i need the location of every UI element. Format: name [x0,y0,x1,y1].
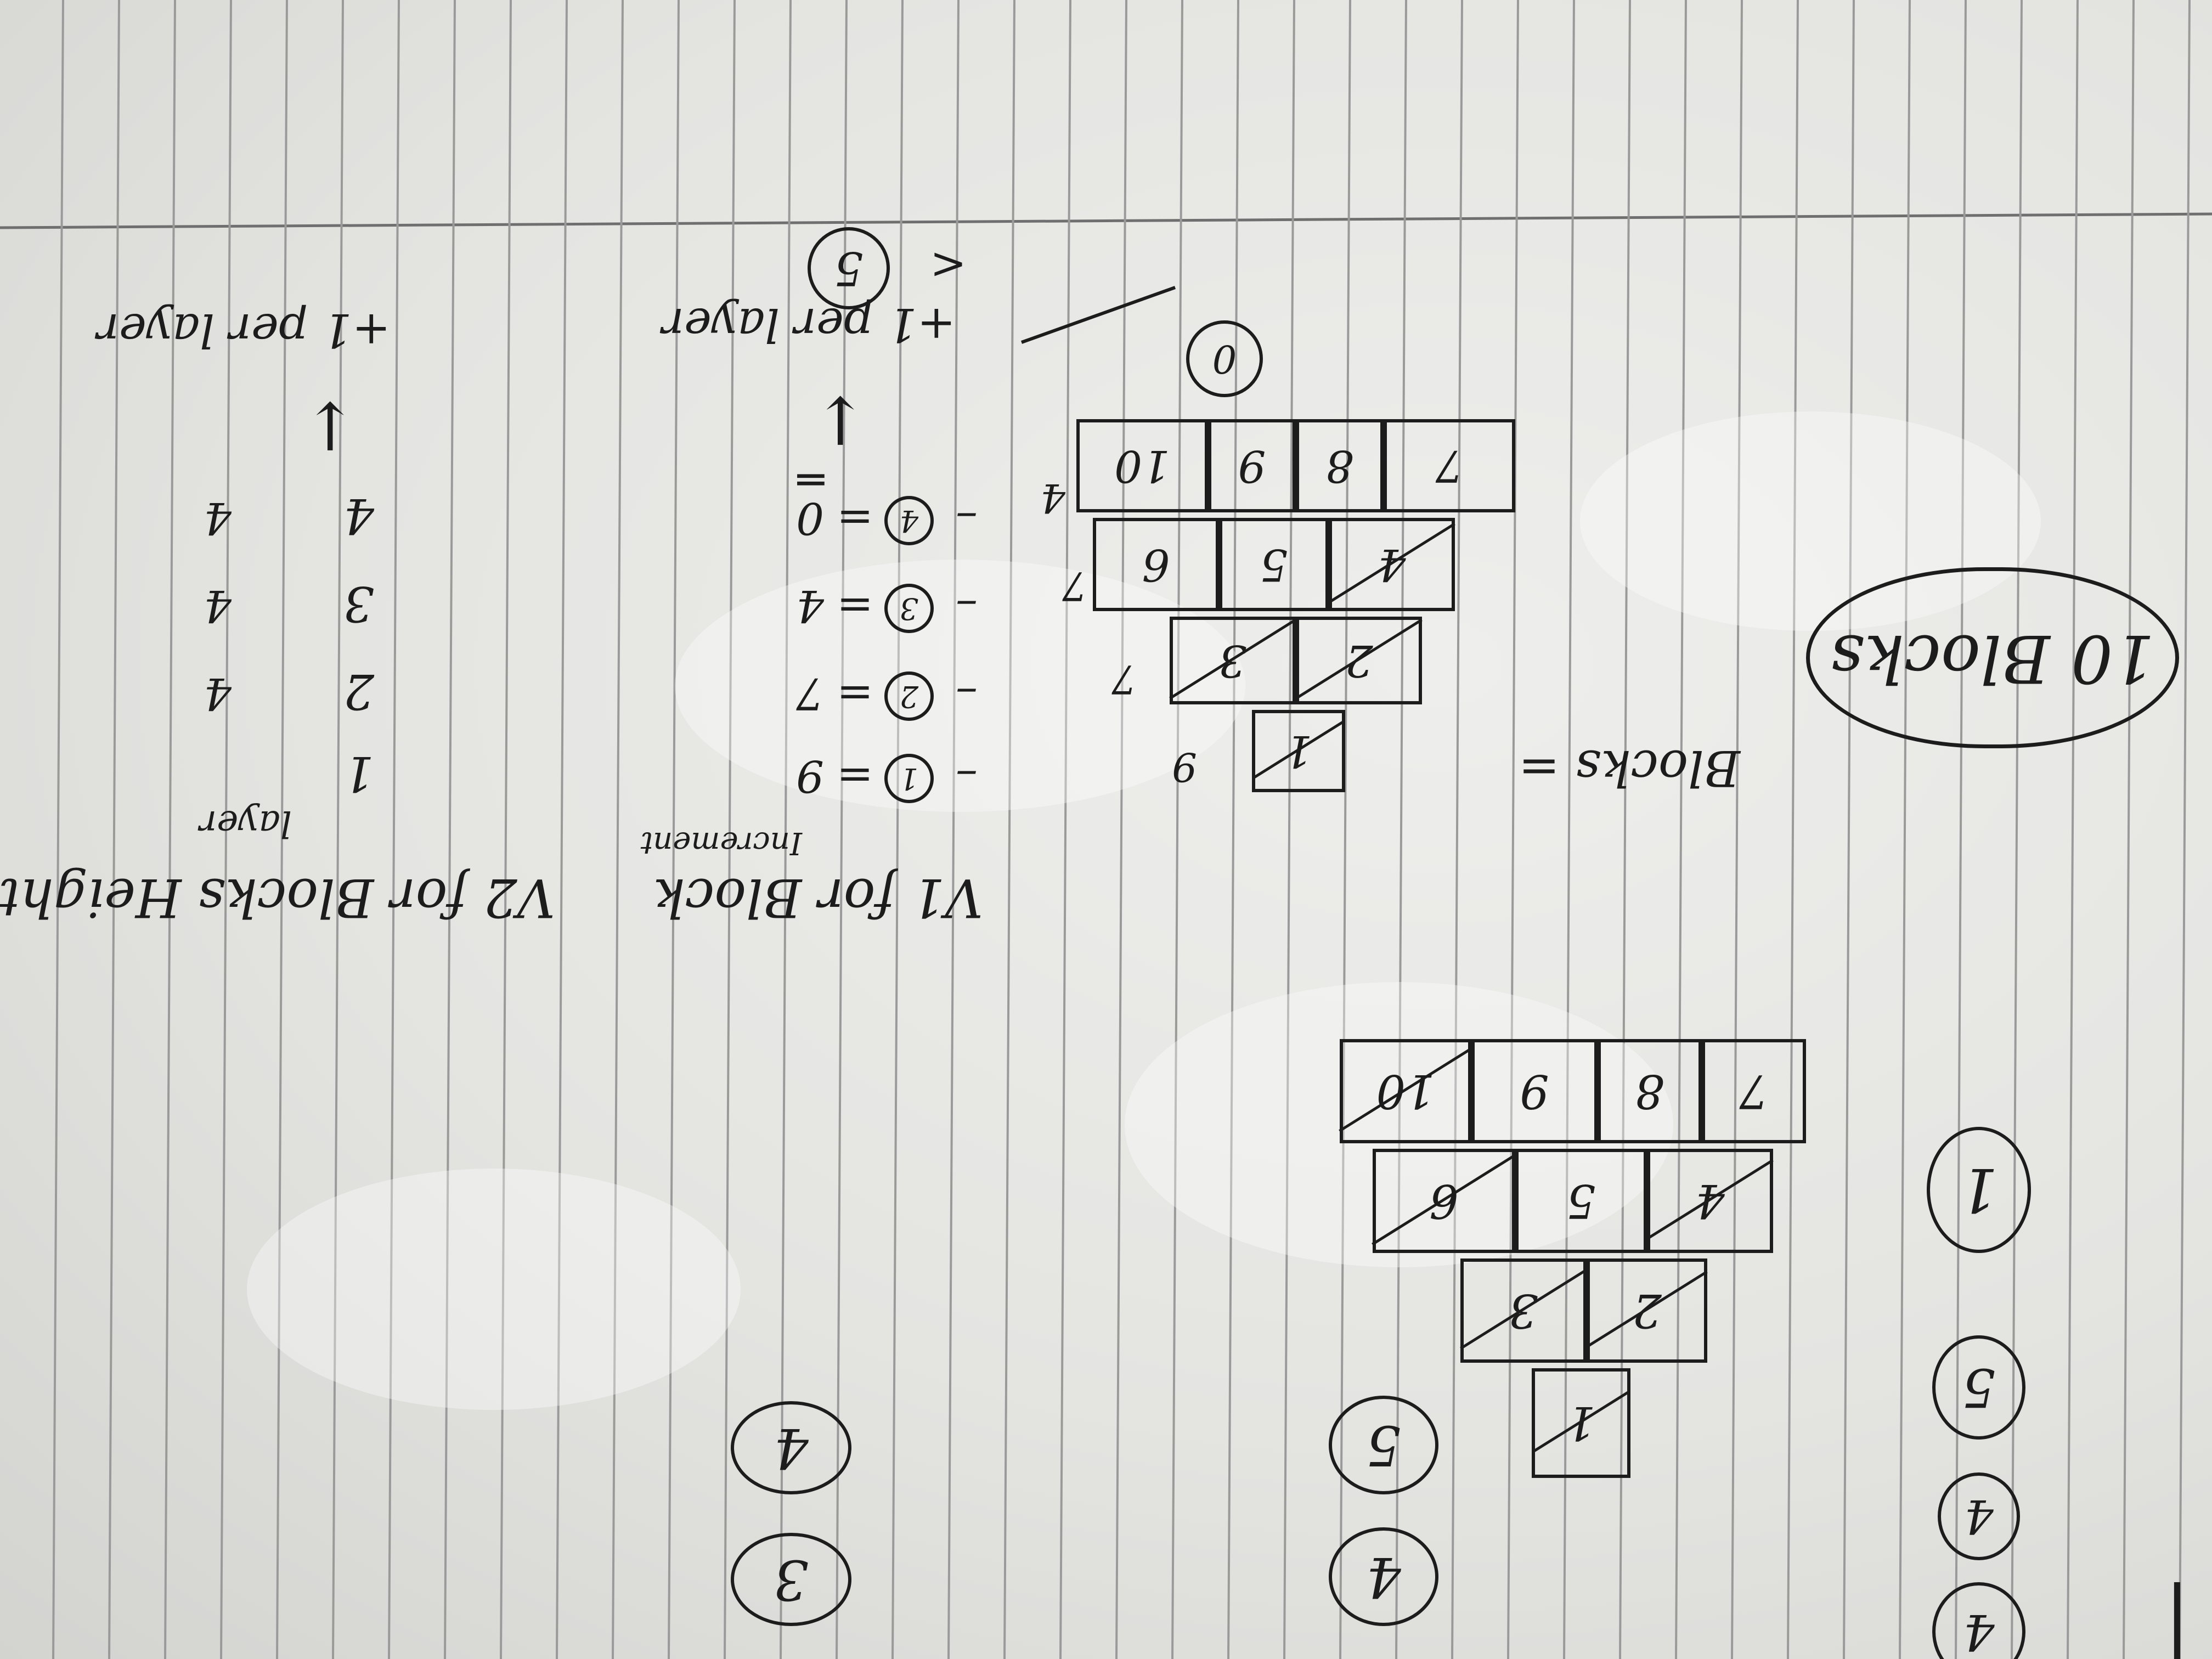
pyramid-block: 1 [1532,1368,1630,1478]
circled-number: 5 [1329,1396,1438,1494]
pyramid-side-note: 7 [1111,656,1137,702]
pyramid-side-note: 9 [1172,744,1197,790]
v1-arrow-note: +1 per layer [662,298,956,352]
circled-number: 4 [1329,1527,1438,1626]
circled-number: 1 [1927,1127,2031,1253]
v2-header: layer [199,803,292,845]
pyramid-block: 1 [1252,710,1345,792]
ruling-line [52,0,64,1659]
blocks-cloud: 10 Blocks [1806,567,2179,748]
ruling-line [836,0,848,1659]
ruling-line [500,0,512,1659]
ruling-line [1899,0,1911,1659]
ruling-line [891,0,904,1659]
pyramid-block: 4 [1329,518,1455,611]
ruling-line [612,0,624,1659]
ruling-line [1843,0,1855,1659]
ruling-line [1059,0,1071,1659]
arrow-circled-number: 5 [808,227,890,309]
pyramid-block: 6 [1373,1149,1515,1253]
v1-title: V1 for Block [653,867,983,928]
pyramid-block: 5 [1515,1149,1647,1253]
ruling-line [164,0,176,1659]
ruling-line [2067,0,2079,1659]
v2-arrow-note: +1 per layer [97,303,391,357]
pyramid-block: 5 [1219,518,1329,611]
pyramid-block: 7 [1384,419,1515,512]
pyramid-block: 3 [1170,617,1296,704]
ruling-line [1451,0,1463,1659]
ruling-line [2011,0,2023,1659]
blocks-equals-label: Blocks = [1518,739,1740,797]
ruling-line [444,0,456,1659]
pyramid-block: 10 [1340,1039,1471,1143]
ruling-line [556,0,568,1659]
circled-number: 3 [731,1533,851,1626]
ruling-line [1731,0,1743,1659]
ruling-line [2123,0,2135,1659]
ruling-line [1227,0,1239,1659]
margin-stroke: | [2164,1582,2190,1659]
circled-number: 4 [731,1401,851,1494]
ruling-line [1507,0,1519,1659]
ruling-line [780,0,792,1659]
ruling-line [1339,0,1351,1659]
pyramid-block: 9 [1471,1039,1598,1143]
ruling-line [724,0,736,1659]
ruling-line [108,0,120,1659]
pyramid-block: 6 [1093,518,1219,611]
less-than-sign: < [929,240,967,291]
pyramid-side-note: 4 [1040,475,1065,521]
ruling-line [1675,0,1687,1659]
ruling-line [1115,0,1127,1659]
pyramid-block: 8 [1598,1039,1702,1143]
pyramid-block: 3 [1460,1259,1587,1363]
pyramid-block: 2 [1296,617,1422,704]
ruling-line [220,0,232,1659]
pyramid-block: 10 [1076,419,1208,512]
ruling-line [1171,0,1183,1659]
pyramid-block: 2 [1587,1259,1707,1363]
ruling-line [388,0,400,1659]
ruling-line [1955,0,1967,1659]
ruling-line [1003,0,1015,1659]
ruling-line [1283,0,1295,1659]
v2-title: V2 for Blocks Height [0,867,555,928]
ruling-line [947,0,960,1659]
ruling-line [1395,0,1407,1659]
down-arrow-icon: ↓ [812,381,868,458]
top-circled-number: 0 [1186,320,1263,397]
pyramid-block: 8 [1296,419,1384,512]
circled-number: 4 [1938,1472,2020,1560]
ruling-line [1787,0,1799,1659]
pyramid-block: 7 [1702,1039,1806,1143]
circled-number: 5 [1932,1335,2025,1440]
ruling-line [668,0,680,1659]
cloud-label: 10 Blocks [1830,620,2155,696]
pyramid-block: 4 [1647,1149,1773,1253]
circled-number: 4 [1932,1582,2025,1659]
down-arrow-icon: ↓ [302,387,358,463]
ruling-line [2179,0,2191,1659]
ruling-line [332,0,344,1659]
ruling-line [276,0,288,1659]
diagonal-stroke [1020,286,1176,344]
pyramid-side-note: 7 [1062,563,1087,609]
v1-subtitle: Increment [640,825,802,861]
pyramid-block: 9 [1208,419,1296,512]
